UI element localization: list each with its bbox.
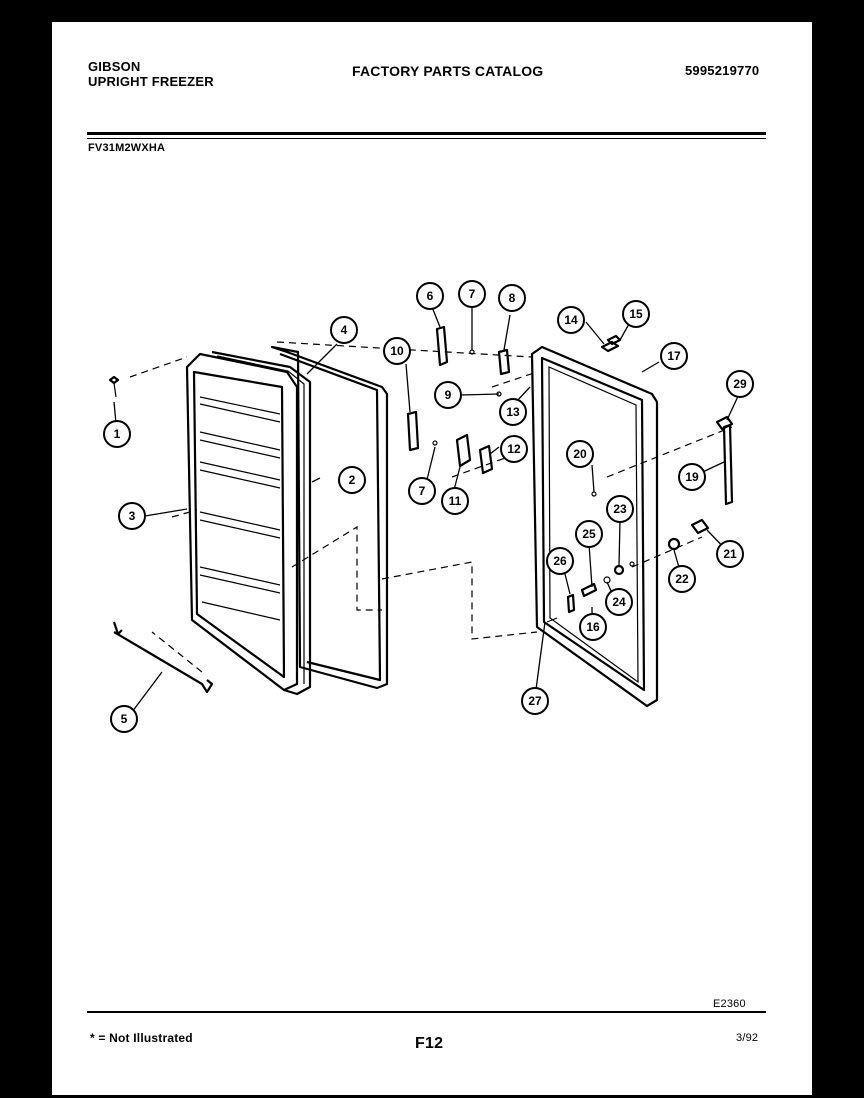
part-door-liner bbox=[185, 352, 299, 692]
svg-text:3: 3 bbox=[129, 509, 136, 523]
callout-20: 20 bbox=[566, 440, 594, 468]
part-screw bbox=[108, 375, 120, 398]
catalog-page: GIBSON UPRIGHT FREEZER FACTORY PARTS CAT… bbox=[52, 22, 812, 1095]
callout-8: 8 bbox=[498, 284, 526, 312]
part-handle bbox=[715, 415, 734, 506]
callout-14: 14 bbox=[557, 306, 585, 334]
callout-17: 17 bbox=[660, 342, 688, 370]
svg-text:27: 27 bbox=[528, 694, 542, 708]
part-door-panel bbox=[270, 345, 389, 690]
callout-22: 22 bbox=[668, 565, 696, 593]
svg-text:20: 20 bbox=[573, 447, 587, 461]
callout-23: 23 bbox=[606, 495, 634, 523]
callout-2: 2 bbox=[338, 466, 366, 494]
footer-rule bbox=[87, 1011, 766, 1013]
svg-text:25: 25 bbox=[582, 527, 596, 541]
callout-7a: 7 bbox=[458, 280, 486, 308]
model-number: FV31M2WXHA bbox=[88, 142, 166, 154]
header-rule bbox=[87, 132, 766, 135]
part-lock bbox=[667, 518, 710, 551]
part-hinge-pieces bbox=[406, 325, 511, 475]
drawing-code: E2360 bbox=[713, 998, 746, 1010]
callout-19: 19 bbox=[678, 463, 706, 491]
revision-date: 3/92 bbox=[736, 1032, 759, 1044]
product-name: UPRIGHT FREEZER bbox=[88, 74, 214, 89]
callout-21: 21 bbox=[716, 540, 744, 568]
svg-text:23: 23 bbox=[613, 502, 627, 516]
svg-text:7: 7 bbox=[469, 287, 476, 301]
svg-text:9: 9 bbox=[445, 388, 452, 402]
callout-25: 25 bbox=[575, 520, 603, 548]
part-top-hinge bbox=[600, 334, 622, 353]
svg-text:21: 21 bbox=[723, 547, 737, 561]
leader-lines bbox=[113, 306, 741, 713]
callout-26: 26 bbox=[546, 547, 574, 575]
svg-text:24: 24 bbox=[612, 595, 626, 609]
callout-11: 11 bbox=[441, 487, 469, 515]
svg-text:8: 8 bbox=[509, 291, 516, 305]
part-outer-door bbox=[530, 345, 659, 708]
svg-text:17: 17 bbox=[667, 349, 681, 363]
callout-5: 5 bbox=[110, 705, 138, 733]
callout-4: 4 bbox=[330, 316, 358, 344]
callout-9: 9 bbox=[434, 381, 462, 409]
svg-text:2: 2 bbox=[349, 473, 356, 487]
svg-text:14: 14 bbox=[564, 313, 578, 327]
exploded-door-diagram: 1 2 3 4 5 6 7 7 8 9 10 11 12 13 14 15 16… bbox=[103, 280, 754, 733]
not-illustrated-note: * = Not Illustrated bbox=[90, 1031, 193, 1045]
part-door-rod bbox=[112, 621, 214, 694]
svg-text:12: 12 bbox=[507, 442, 521, 456]
callout-6: 6 bbox=[416, 282, 444, 310]
svg-text:7: 7 bbox=[419, 484, 426, 498]
brand-name: GIBSON bbox=[88, 59, 141, 74]
svg-text:10: 10 bbox=[390, 344, 404, 358]
catalog-number: 5995219770 bbox=[685, 63, 760, 78]
callout-1: 1 bbox=[103, 420, 131, 448]
callout-15: 15 bbox=[622, 300, 650, 328]
svg-text:26: 26 bbox=[553, 554, 567, 568]
svg-text:1: 1 bbox=[114, 427, 121, 441]
callout-7b: 7 bbox=[408, 477, 436, 505]
callout-13: 13 bbox=[499, 398, 527, 426]
svg-text:16: 16 bbox=[586, 620, 600, 634]
callout-16: 16 bbox=[579, 613, 607, 641]
svg-text:15: 15 bbox=[629, 307, 643, 321]
header-rule-thin bbox=[87, 138, 766, 139]
svg-text:19: 19 bbox=[685, 470, 699, 484]
callout-29: 29 bbox=[726, 370, 754, 398]
callout-24: 24 bbox=[605, 588, 633, 616]
svg-text:6: 6 bbox=[427, 289, 434, 303]
page-id: F12 bbox=[415, 1035, 444, 1052]
svg-text:29: 29 bbox=[733, 377, 747, 391]
callout-10: 10 bbox=[383, 337, 411, 365]
svg-text:22: 22 bbox=[675, 572, 689, 586]
callout-3: 3 bbox=[118, 502, 146, 530]
catalog-title: FACTORY PARTS CATALOG bbox=[352, 63, 544, 79]
svg-text:4: 4 bbox=[341, 323, 348, 337]
callout-12: 12 bbox=[500, 435, 528, 463]
svg-text:13: 13 bbox=[506, 405, 520, 419]
brand-block: GIBSON UPRIGHT FREEZER bbox=[88, 59, 214, 89]
svg-text:11: 11 bbox=[449, 494, 462, 508]
callout-27: 27 bbox=[521, 687, 549, 715]
part-door-gasket bbox=[211, 350, 312, 696]
svg-text:5: 5 bbox=[121, 712, 128, 726]
